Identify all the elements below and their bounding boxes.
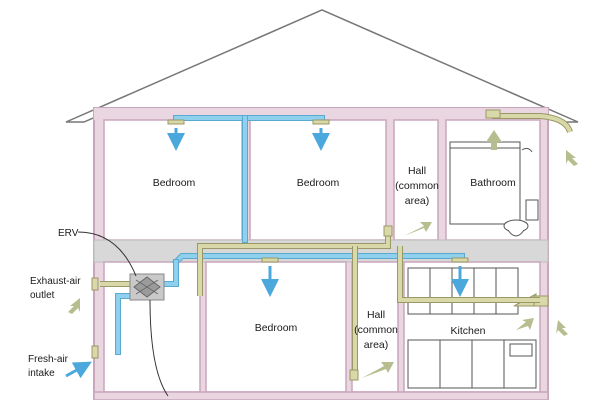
label-bedroom-lower: Bedroom xyxy=(255,322,298,334)
label-exhaust-2: outlet xyxy=(30,290,55,301)
label-hall-upper-2: (common xyxy=(395,180,439,192)
toilet xyxy=(503,199,539,237)
shower-enclosure xyxy=(449,141,533,225)
supply-arrows xyxy=(65,128,469,379)
room-hall-upper xyxy=(393,119,439,241)
label-erv: ERV xyxy=(58,228,79,239)
label-bedroom-upper-right: Bedroom xyxy=(297,177,340,189)
fresh-air-duct xyxy=(115,115,465,355)
registers xyxy=(91,109,501,381)
label-hall-lower-3: area) xyxy=(364,339,389,351)
label-hall-lower-2: (common xyxy=(354,324,398,336)
label-bedroom-upper-left: Bedroom xyxy=(153,177,196,189)
exhaust-air-duct xyxy=(100,113,573,374)
erv-leader-line xyxy=(77,231,137,277)
label-hall-lower-1: Hall xyxy=(367,309,385,321)
label-hall-upper-3: area) xyxy=(405,195,430,207)
label-hall-upper-1: Hall xyxy=(408,165,426,177)
foundation xyxy=(93,391,549,401)
exhaust-arrows xyxy=(68,130,578,378)
erv-unit xyxy=(129,273,165,301)
label-kitchen: Kitchen xyxy=(450,325,485,337)
label-exhaust-1: Exhaust-air xyxy=(30,276,81,287)
label-bathroom: Bathroom xyxy=(470,177,516,189)
label-fresh-2: intake xyxy=(28,368,55,379)
roof-inner xyxy=(100,14,548,110)
intake-leader-line xyxy=(149,299,169,397)
kitchen-cabinets xyxy=(407,267,537,389)
label-fresh-1: Fresh-air xyxy=(28,354,69,365)
